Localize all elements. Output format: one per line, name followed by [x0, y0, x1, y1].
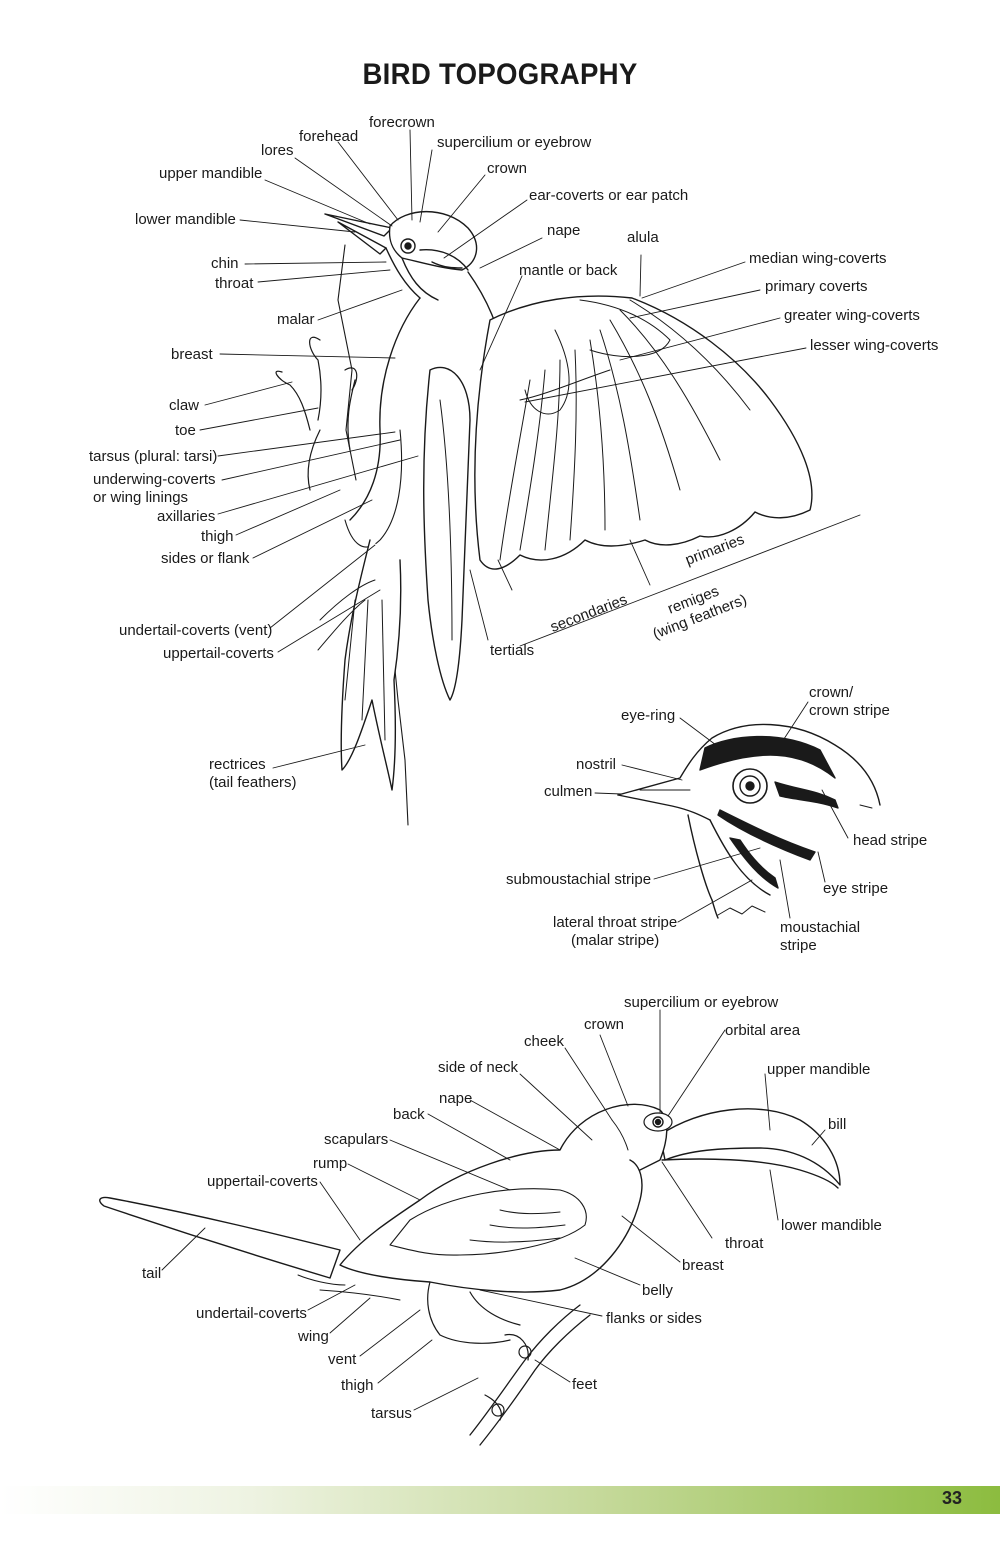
page-title: BIRD TOPOGRAPHY [362, 58, 638, 91]
label-upper-mandible: upper mandible [159, 165, 263, 182]
label-toucan-uppertail-coverts: uppertail-coverts [207, 1173, 318, 1190]
toucan-drawing [99, 1103, 841, 1446]
label-toucan-breast: breast [682, 1257, 724, 1274]
label-toucan-crown: crown [584, 1016, 625, 1033]
label-side-of-neck: side of neck [438, 1059, 519, 1076]
label-thigh: thigh [201, 528, 234, 545]
label-throat: throat [215, 275, 254, 292]
label-toucan-nape: nape [439, 1090, 473, 1107]
label-crown-stripe: crown/ crown stripe [809, 684, 890, 719]
label-nape: nape [547, 222, 581, 239]
label-toucan-thigh: thigh [341, 1377, 374, 1394]
label-culmen: culmen [544, 783, 593, 800]
woodpecker-drawing [275, 210, 813, 826]
label-primary-coverts: primary coverts [765, 278, 868, 295]
label-forehead: forehead [299, 128, 359, 145]
label-nostril: nostril [576, 756, 617, 773]
label-ear-coverts: ear-coverts or ear patch [529, 187, 689, 204]
label-malar: malar [277, 311, 315, 328]
label-uppertail-coverts: uppertail-coverts [163, 645, 274, 662]
label-moustachial-stripe: moustachial stripe [780, 919, 861, 954]
label-submoustachial-stripe: submoustachial stripe [506, 871, 652, 888]
label-toe: toe [175, 422, 196, 439]
label-toucan-throat: throat [725, 1235, 764, 1252]
label-alula: alula [627, 229, 659, 246]
head-leader-lines [594, 701, 849, 923]
label-lower-mandible: lower mandible [135, 211, 236, 228]
label-bill: bill [828, 1116, 847, 1133]
label-rectrices: rectrices (tail feathers) [209, 756, 297, 791]
label-lateral-throat-stripe: lateral throat stripe (malar stripe) [553, 914, 678, 949]
label-forecrown: forecrown [369, 114, 435, 131]
label-tertials: tertials [490, 642, 535, 659]
label-lesser-wing-coverts: lesser wing-coverts [810, 337, 939, 354]
label-breast: breast [171, 346, 213, 363]
label-tarsus: tarsus (plural: tarsi) [89, 448, 218, 465]
label-belly: belly [642, 1282, 673, 1299]
label-flanks-or-sides: flanks or sides [606, 1310, 702, 1327]
label-axillaries: axillaries [157, 508, 216, 525]
label-back: back [393, 1106, 425, 1123]
label-tail: tail [142, 1265, 162, 1282]
label-lores: lores [261, 142, 294, 159]
page-number: 33 [941, 1488, 962, 1508]
label-eye-stripe: eye stripe [823, 880, 889, 897]
toucan-leader-lines [161, 1009, 826, 1411]
label-greater-wing-coverts: greater wing-coverts [784, 307, 920, 324]
label-supercilium: supercilium or eyebrow [437, 134, 592, 151]
label-mantle: mantle or back [519, 262, 618, 279]
label-toucan-supercilium: supercilium or eyebrow [624, 994, 779, 1011]
label-cheek: cheek [524, 1033, 565, 1050]
label-scapulars: scapulars [324, 1131, 389, 1148]
label-orbital-area: orbital area [725, 1022, 801, 1039]
label-feet: feet [572, 1376, 598, 1393]
label-vent: vent [328, 1351, 357, 1368]
label-crown: crown [487, 160, 528, 177]
label-claw: claw [169, 397, 200, 414]
label-toucan-lower-mandible: lower mandible [781, 1217, 882, 1234]
label-toucan-tarsus: tarsus [371, 1405, 412, 1422]
label-wing: wing [298, 1328, 329, 1345]
label-sides-or-flank: sides or flank [161, 550, 250, 567]
label-undertail-coverts-vent: undertail-coverts (vent) [119, 622, 273, 639]
label-median-wing-coverts: median wing-coverts [749, 250, 887, 267]
label-toucan-undertail-coverts: undertail-coverts [196, 1305, 307, 1322]
footer-bar: 33 [0, 1486, 1000, 1514]
label-head-stripe: head stripe [853, 832, 928, 849]
label-eye-ring: eye-ring [621, 707, 676, 724]
label-chin: chin [211, 255, 239, 272]
label-underwing-coverts: underwing-coverts or wing linings [93, 471, 216, 506]
woodpecker-leader-lines [199, 129, 861, 769]
label-toucan-upper-mandible: upper mandible [767, 1061, 871, 1078]
head-detail-drawing [617, 723, 881, 919]
label-rump: rump [313, 1155, 348, 1172]
